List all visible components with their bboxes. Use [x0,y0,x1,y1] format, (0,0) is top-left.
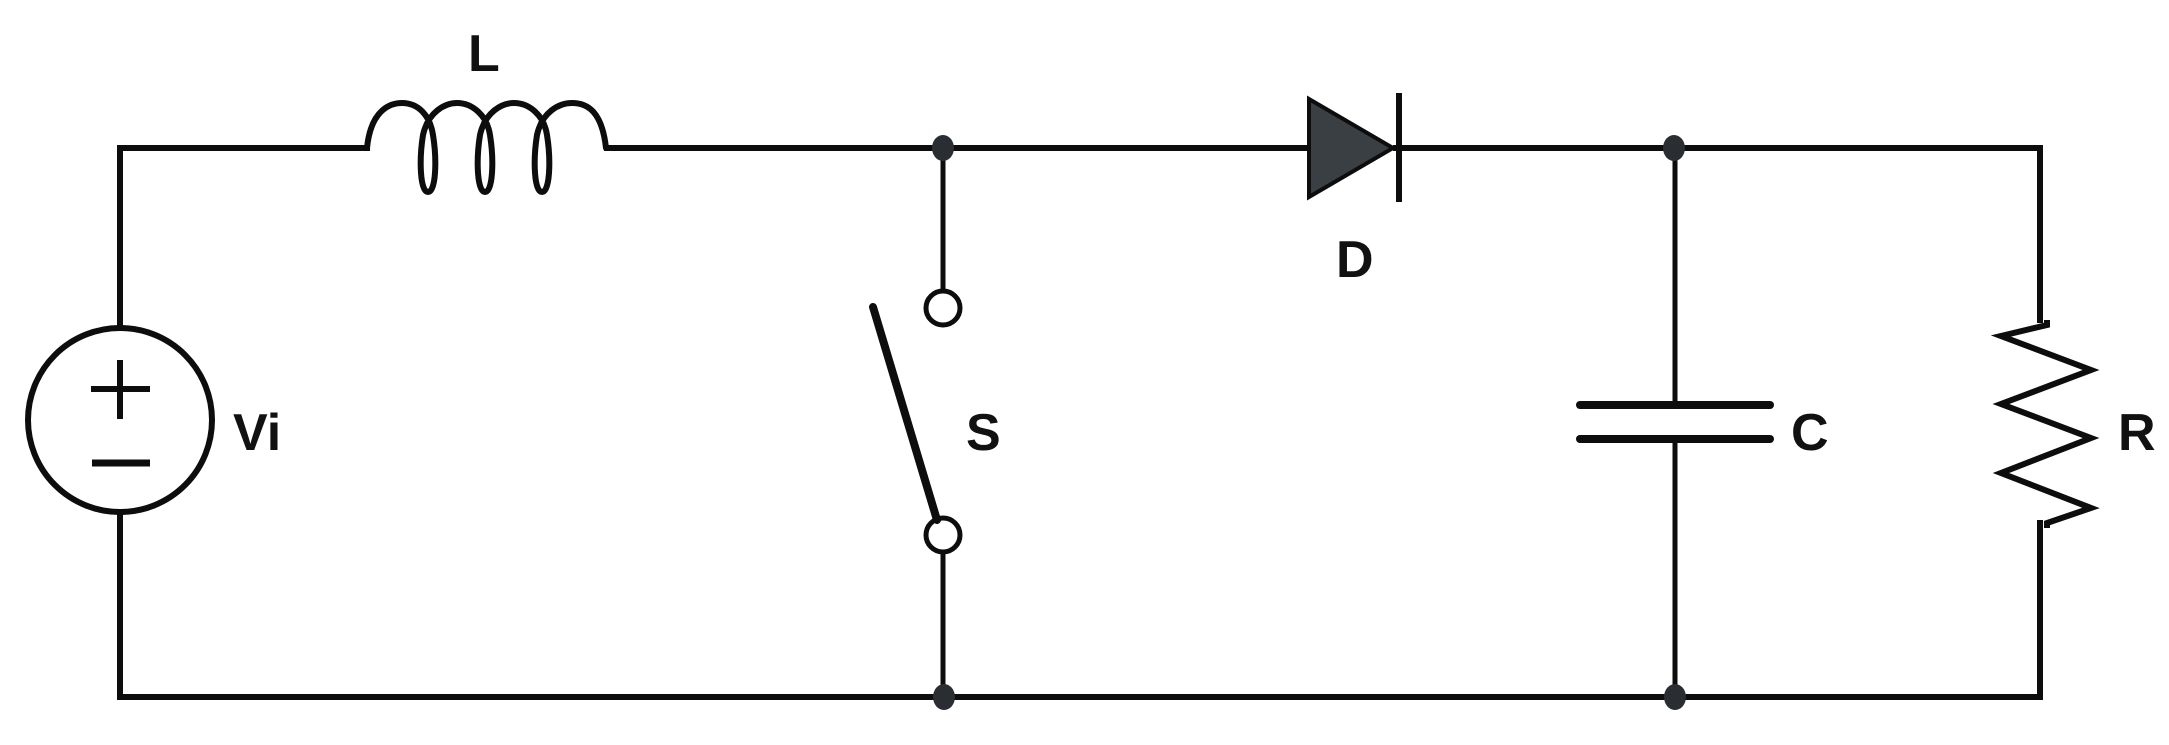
switch-s[interactable] [869,288,963,555]
wire-ground-return [117,510,2043,700]
switch-label: S [966,404,1001,462]
node-dot [1664,684,1686,710]
switch-bottom-contact [923,515,963,555]
inductor-coil [364,100,609,195]
node-dot [932,135,954,161]
junction-nodes [932,135,1686,710]
wire-source-to-inductor [117,145,370,330]
node-dot [933,684,955,710]
wires [117,145,2043,700]
switch-top-contact [923,288,963,328]
diode-d[interactable] [1307,93,1402,202]
capacitor-c[interactable] [1576,401,1774,443]
voltage-source-vi[interactable] [25,325,215,515]
inductor-l[interactable] [364,100,609,195]
diode-anode-triangle [1307,95,1397,201]
source-circle [25,325,215,515]
node-dot [1663,135,1685,161]
capacitor-label: C [1791,404,1829,462]
switch-blade [869,303,941,524]
resistor-zigzag [1990,320,2100,528]
diode-label: D [1336,231,1374,289]
inductor-label: L [468,25,500,83]
source-label: Vi [233,404,282,462]
resistor-r[interactable] [1990,320,2100,528]
wire-diode-to-load [1393,145,2043,323]
resistor-label: R [2118,404,2156,462]
